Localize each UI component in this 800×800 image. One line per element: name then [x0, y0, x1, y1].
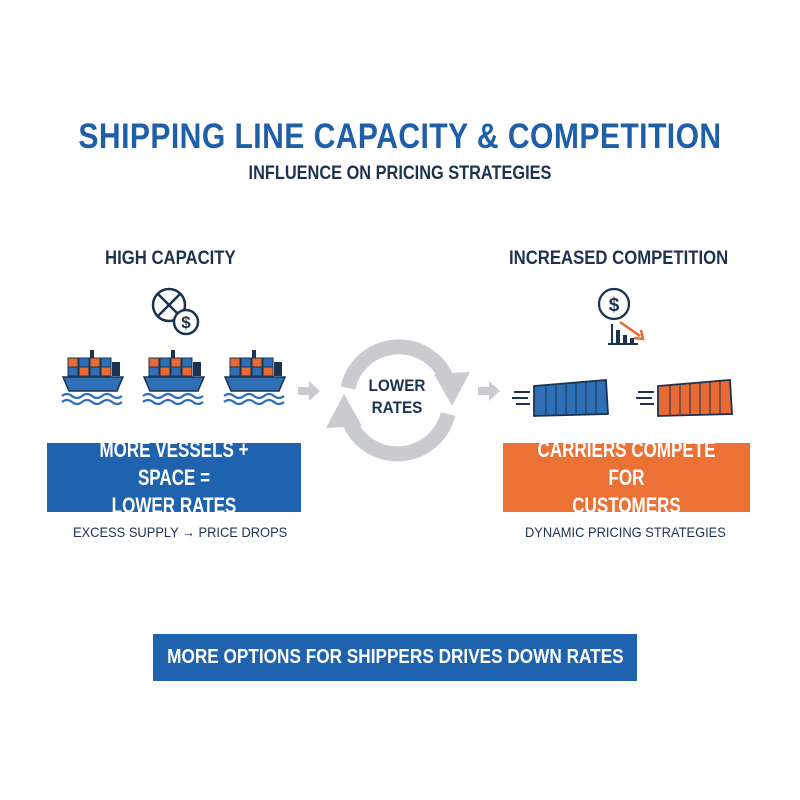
cycle-label-line1: LOWER	[368, 376, 426, 395]
svg-text:$: $	[609, 295, 620, 316]
no-money-icon: $	[151, 287, 200, 336]
more-vessels-box-line2: LOWER RATES	[111, 492, 237, 518]
lower-rates-label: LOWER RATES	[350, 375, 444, 419]
page-subtitle: INFLUENCE ON PRICING STRATEGIES	[248, 163, 552, 184]
more-vessels-box: MORE VESSELS + SPACE = LOWER RATES	[47, 437, 301, 518]
cargo-ship-icon	[61, 350, 125, 406]
dollar-decline-icon: $	[597, 287, 645, 345]
cycle-arrows-icon	[326, 339, 470, 462]
dynamic-pricing-caption: DYNAMIC PRICING STRATEGIES	[525, 524, 726, 540]
svg-text:$: $	[181, 313, 191, 332]
page-title: SHIPPING LINE CAPACITY & COMPETITION	[78, 117, 722, 156]
high-capacity-heading: HIGH CAPACITY	[105, 248, 236, 269]
carriers-compete-box: CARRIERS COMPETE FOR CUSTOMERS	[503, 437, 750, 518]
more-vessels-box-line1: MORE VESSELS + SPACE =	[99, 436, 249, 490]
footer-banner: MORE OPTIONS FOR SHIPPERS DRIVES DOWN RA…	[153, 634, 637, 681]
shipping-container-icon	[636, 379, 733, 417]
right-arrow-icon	[478, 381, 500, 401]
excess-supply-caption: EXCESS SUPPLY → PRICE DROPS	[73, 524, 288, 540]
cargo-ship-icon	[142, 350, 206, 406]
carriers-compete-box-line2: CUSTOMERS	[572, 492, 681, 518]
footer-text: MORE OPTIONS FOR SHIPPERS DRIVES DOWN RA…	[166, 646, 624, 668]
cycle-label-line2: RATES	[371, 398, 423, 417]
right-arrow-icon	[298, 381, 320, 401]
increased-competition-heading: INCREASED COMPETITION	[509, 248, 729, 269]
carriers-compete-box-line1: CARRIERS COMPETE FOR	[537, 436, 716, 490]
cargo-ship-icon	[223, 350, 287, 406]
shipping-container-icon	[512, 379, 609, 417]
